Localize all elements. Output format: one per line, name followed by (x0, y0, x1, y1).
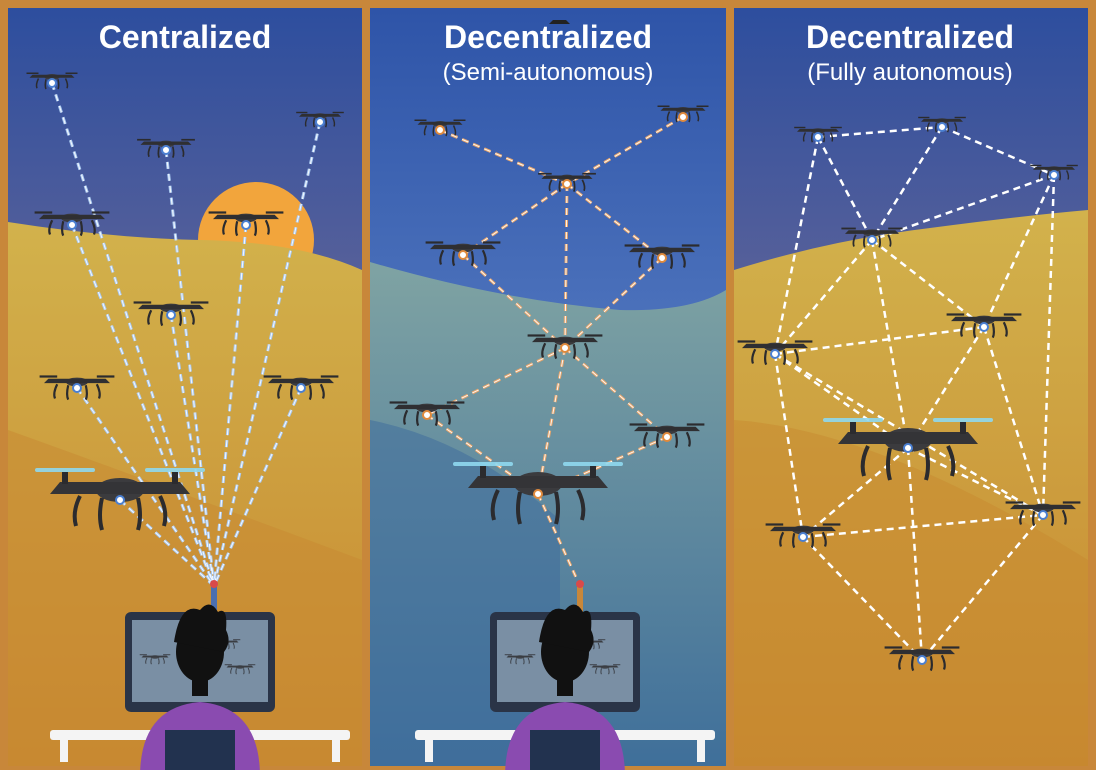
panel-centralized: Centralized (8, 8, 362, 770)
panel-fully-autonomous: Decentralized (Fully autonomous) (734, 8, 1088, 766)
panel-subtitle-fully: (Fully autonomous) (807, 59, 1012, 86)
panel-semi-autonomous: Decentralized (Semi-autonomous) (370, 8, 726, 770)
antenna-icon (210, 580, 218, 614)
panel-title-fully: Decentralized (806, 19, 1014, 55)
antenna-icon (576, 580, 584, 614)
panel-subtitle-semi: (Semi-autonomous) (443, 59, 654, 86)
panel-title-centralized: Centralized (99, 19, 271, 55)
panel-title-semi: Decentralized (444, 19, 652, 55)
